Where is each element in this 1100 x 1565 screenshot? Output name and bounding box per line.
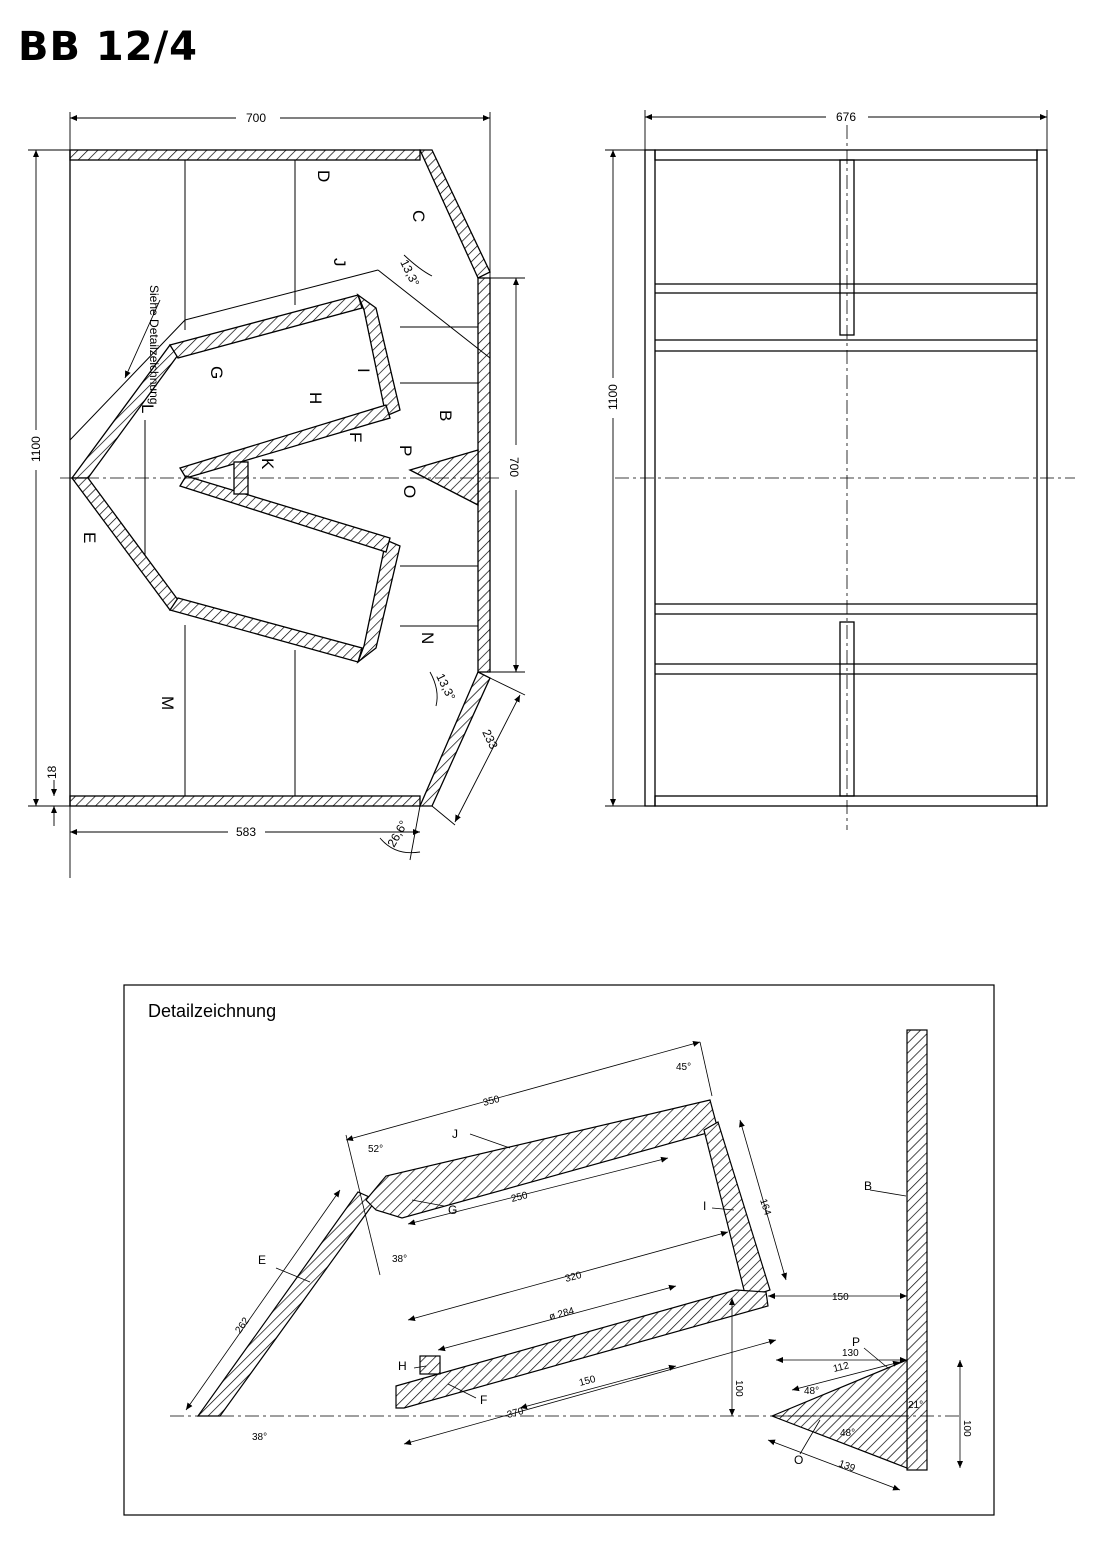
label-k: K	[258, 458, 277, 470]
svg-text:I: I	[703, 1199, 706, 1213]
label-o: O	[400, 485, 419, 498]
detail-panel-e	[196, 1191, 377, 1417]
dim-plan-width: 700	[246, 111, 266, 125]
svg-text:ø 284: ø 284	[548, 1306, 576, 1323]
detail-panel-b	[906, 1029, 928, 1471]
detail-frame	[123, 984, 995, 1516]
svg-text:J: J	[452, 1127, 458, 1141]
panel-j-upper	[168, 294, 363, 359]
panel-e-lower	[70, 477, 179, 612]
panel-i-upper	[356, 293, 401, 417]
svg-text:164: 164	[757, 1198, 773, 1218]
panel-f-upper	[179, 404, 391, 479]
dim-side-width: 676	[836, 110, 856, 124]
panel-i-lower	[356, 539, 401, 664]
panel-bottom	[69, 795, 421, 807]
plan-annotations: 700 1100 700 583 18 233 13,3° 13,3° 26,6…	[29, 111, 521, 850]
dim-plan-inner: 700	[507, 457, 521, 477]
label-i: I	[354, 368, 373, 373]
svg-text:E: E	[258, 1253, 266, 1267]
dim-plan-thickness: 18	[45, 765, 59, 779]
svg-text:38°: 38°	[252, 1432, 267, 1443]
label-b: B	[436, 410, 455, 421]
plan-dimensions	[28, 112, 526, 878]
label-l: L	[138, 404, 157, 413]
svg-text:262: 262	[233, 1315, 252, 1335]
detail-panel-po	[770, 1359, 908, 1469]
panel-b	[477, 277, 491, 673]
detail-panel-h	[419, 1355, 441, 1375]
label-c: C	[409, 210, 428, 222]
svg-text:150: 150	[578, 1374, 597, 1389]
label-p: P	[396, 445, 415, 456]
panel-j-lower	[168, 597, 363, 663]
svg-text:150: 150	[832, 1292, 849, 1303]
svg-text:H: H	[398, 1359, 407, 1373]
svg-text:P: P	[852, 1335, 860, 1349]
svg-text:38°: 38°	[392, 1254, 407, 1265]
svg-text:O: O	[794, 1453, 803, 1467]
svg-text:45°: 45°	[676, 1062, 691, 1073]
panel-p-wedge	[408, 449, 479, 507]
detail-title: Detailzeichnung	[148, 1001, 276, 1021]
svg-text:250: 250	[510, 1190, 529, 1205]
dim-plan-diag: 233	[479, 727, 501, 751]
svg-text:G: G	[448, 1203, 457, 1217]
svg-text:100: 100	[733, 1380, 744, 1397]
label-d: D	[314, 170, 333, 182]
svg-text:112: 112	[832, 1360, 851, 1375]
label-m: M	[158, 696, 177, 710]
svg-text:130: 130	[842, 1348, 859, 1359]
side-annotations: 676 1100	[606, 110, 856, 410]
panel-e-upper	[70, 343, 179, 479]
svg-text:100: 100	[961, 1420, 972, 1437]
detail-dimensions	[185, 1040, 963, 1491]
svg-text:21°: 21°	[908, 1400, 923, 1411]
angle-plan-3: 26,6°	[384, 818, 410, 850]
panel-c-upper	[418, 149, 491, 279]
label-h: H	[306, 392, 325, 404]
panel-d-top	[69, 149, 421, 161]
panel-f-lower	[179, 475, 391, 553]
dim-plan-height: 1100	[29, 436, 43, 462]
svg-text:48°: 48°	[840, 1428, 855, 1439]
svg-text:52°: 52°	[368, 1144, 383, 1155]
svg-text:F: F	[480, 1393, 487, 1407]
label-n: N	[418, 632, 437, 644]
label-e: E	[80, 532, 99, 543]
label-f: F	[346, 432, 365, 442]
svg-text:350: 350	[482, 1094, 501, 1109]
drawing-title: BB 12/4	[18, 24, 199, 70]
dim-plan-bottom: 583	[236, 825, 256, 839]
side-dimensions	[605, 110, 1048, 807]
label-g: G	[207, 366, 226, 379]
svg-text:370: 370	[506, 1406, 525, 1421]
svg-text:320: 320	[564, 1270, 583, 1285]
label-j: J	[330, 258, 349, 267]
angle-plan-1: 13,3°	[397, 257, 422, 289]
dim-side-height: 1100	[606, 384, 620, 410]
svg-text:48°: 48°	[804, 1386, 819, 1397]
side-view	[615, 125, 1075, 830]
plan-note: Siehe Detailzeichnung	[147, 285, 161, 404]
detail-view	[170, 1029, 960, 1471]
svg-text:B: B	[864, 1179, 872, 1193]
plan-view	[60, 149, 500, 807]
